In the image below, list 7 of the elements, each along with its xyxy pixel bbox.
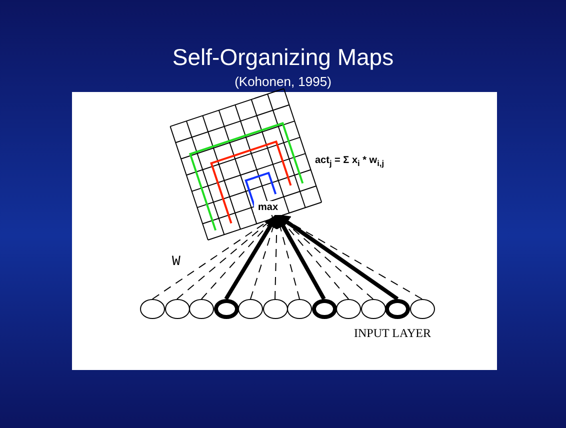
slide-title: Self-Organizing Maps bbox=[171, 44, 395, 71]
winner-node-label: max bbox=[254, 201, 282, 215]
weights-label: W bbox=[172, 254, 180, 270]
arrow bbox=[224, 214, 279, 300]
layer-label: INPUT LAYER bbox=[354, 326, 432, 341]
citation: (Kohonen, 1995) bbox=[234, 74, 332, 89]
activation-formula: act$_{j}$ = Σ x$_{i}$ * w$_{i,j}$ bbox=[315, 155, 384, 168]
